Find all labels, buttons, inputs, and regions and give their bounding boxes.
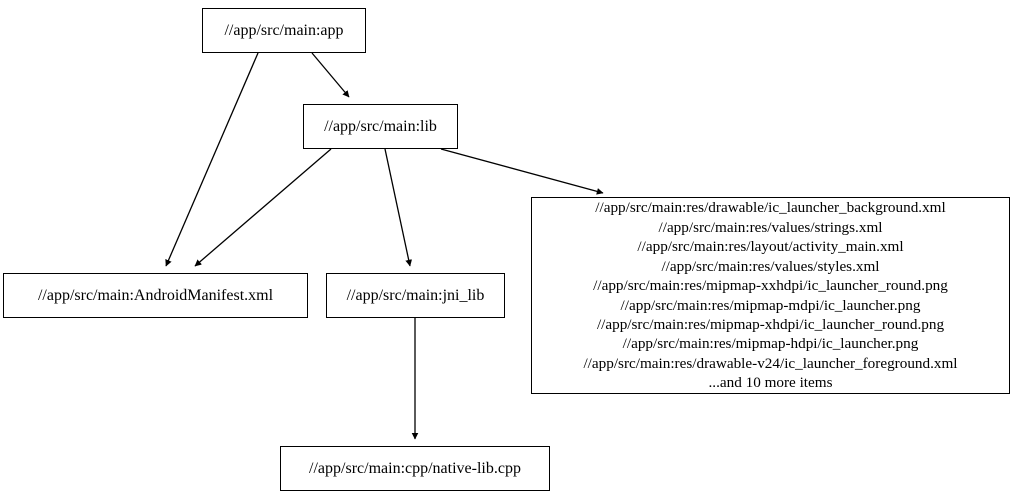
edge-lib-to-manifest	[194, 148, 332, 267]
edge-app-to-manifest	[165, 52, 259, 267]
edge-app-to-lib	[311, 52, 350, 98]
edge-lib-to-jni-lib	[384, 148, 413, 267]
graph-node-native-lib-cpp-label: //app/src/main:cpp/native-lib.cpp	[309, 459, 521, 477]
graph-node-app[interactable]: //app/src/main:app	[202, 8, 366, 53]
graph-node-native-lib-cpp[interactable]: //app/src/main:cpp/native-lib.cpp	[280, 446, 550, 491]
graph-node-res-group[interactable]: //app/src/main:res/drawable/ic_launcher_…	[531, 197, 1010, 394]
graph-node-jni-lib[interactable]: //app/src/main:jni_lib	[326, 273, 505, 318]
graph-node-android-manifest[interactable]: //app/src/main:AndroidManifest.xml	[3, 273, 308, 318]
graph-node-android-manifest-label: //app/src/main:AndroidManifest.xml	[37, 286, 274, 304]
graph-node-lib-label: //app/src/main:lib	[324, 117, 437, 135]
graph-node-app-label: //app/src/main:app	[224, 21, 344, 39]
edge-lib-to-res	[440, 148, 604, 195]
graph-node-lib[interactable]: //app/src/main:lib	[303, 104, 458, 149]
graph-node-res-group-label: //app/src/main:res/drawable/ic_launcher_…	[583, 199, 958, 392]
graph-node-jni-lib-label: //app/src/main:jni_lib	[346, 286, 485, 304]
